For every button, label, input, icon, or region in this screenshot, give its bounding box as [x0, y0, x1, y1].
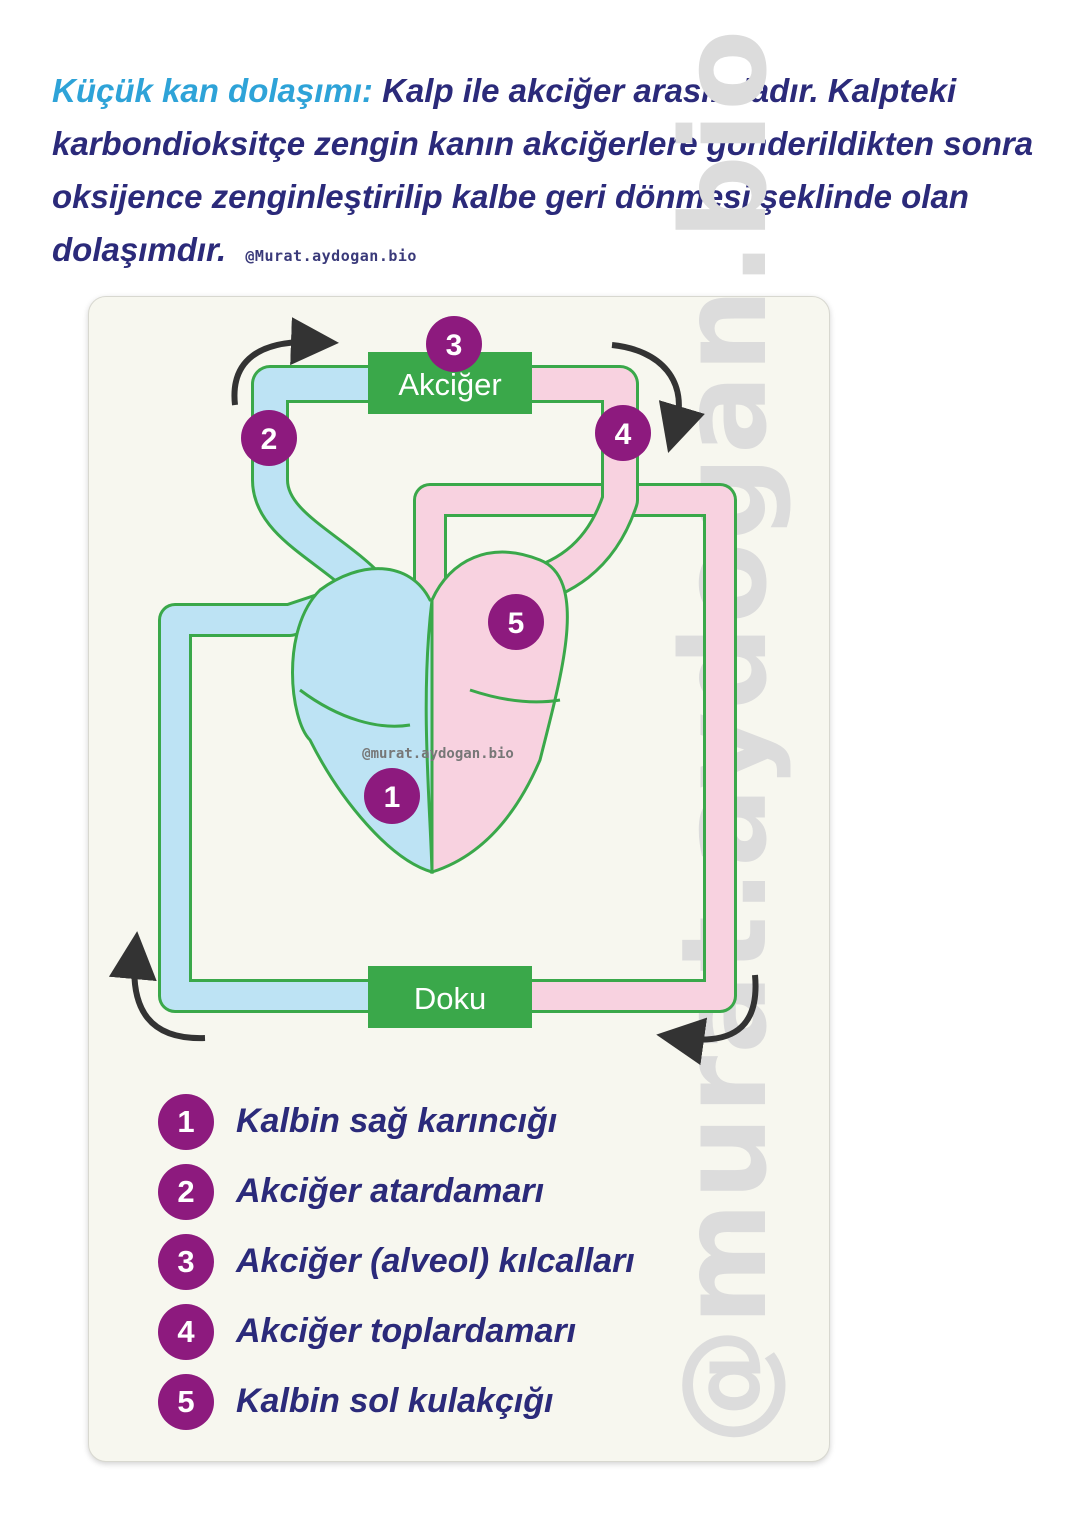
legend-text: Akciğer (alveol) kılcalları — [236, 1242, 635, 1280]
intro-paragraph: Küçük kan dolaşımı: Kalp ile akciğer ara… — [52, 64, 1062, 283]
legend-text: Akciğer toplardamarı — [236, 1312, 577, 1350]
tissue-label: Doku — [414, 981, 486, 1016]
legend-item: 1 Kalbin sağ karıncığı — [158, 1094, 718, 1150]
intro-term: Küçük kan dolaşımı: — [52, 72, 373, 109]
lung-label: Akciğer — [398, 367, 501, 402]
intro-credit: @Murat.aydogan.bio — [245, 247, 417, 265]
legend-item: 3 Akciğer (alveol) kılcalları — [158, 1234, 718, 1290]
legend-number: 5 — [158, 1374, 214, 1430]
marker-5: 5 — [488, 594, 544, 650]
legend-number: 3 — [158, 1234, 214, 1290]
marker-1: 1 — [364, 768, 420, 824]
marker-2-number: 2 — [261, 423, 278, 456]
marker-4: 4 — [595, 405, 651, 461]
marker-5-number: 5 — [508, 607, 525, 640]
marker-3: 3 — [426, 316, 482, 372]
legend-item: 5 Kalbin sol kulakçığı — [158, 1374, 718, 1430]
flow-arrow-bottom-left-icon — [108, 931, 206, 1042]
flow-arrow-top-left-icon — [231, 317, 339, 406]
intro-definition: Kalp ile akciğer arasındadır. Kalpteki k… — [52, 72, 1034, 268]
heart-credit: @murat.aydogan.bio — [362, 746, 514, 762]
marker-1-number: 1 — [384, 781, 401, 814]
tissue-box: Doku — [368, 966, 532, 1028]
legend-number: 2 — [158, 1164, 214, 1220]
systemic-deoxygenated-vessel — [158, 593, 450, 1013]
legend-text: Kalbin sağ karıncığı — [236, 1102, 558, 1140]
legend-item: 4 Akciğer toplardamarı — [158, 1304, 718, 1360]
marker-3-number: 3 — [446, 329, 463, 362]
marker-2: 2 — [241, 410, 297, 466]
legend-number: 1 — [158, 1094, 214, 1150]
legend-text: Kalbin sol kulakçığı — [236, 1382, 554, 1420]
legend-number: 4 — [158, 1304, 214, 1360]
flow-arrow-top-right-icon — [611, 342, 705, 453]
legend-item: 2 Akciğer atardamarı — [158, 1164, 718, 1220]
legend-text: Akciğer atardamarı — [236, 1172, 545, 1210]
marker-4-number: 4 — [615, 418, 632, 451]
flow-arrow-bottom-right-icon — [656, 974, 759, 1066]
